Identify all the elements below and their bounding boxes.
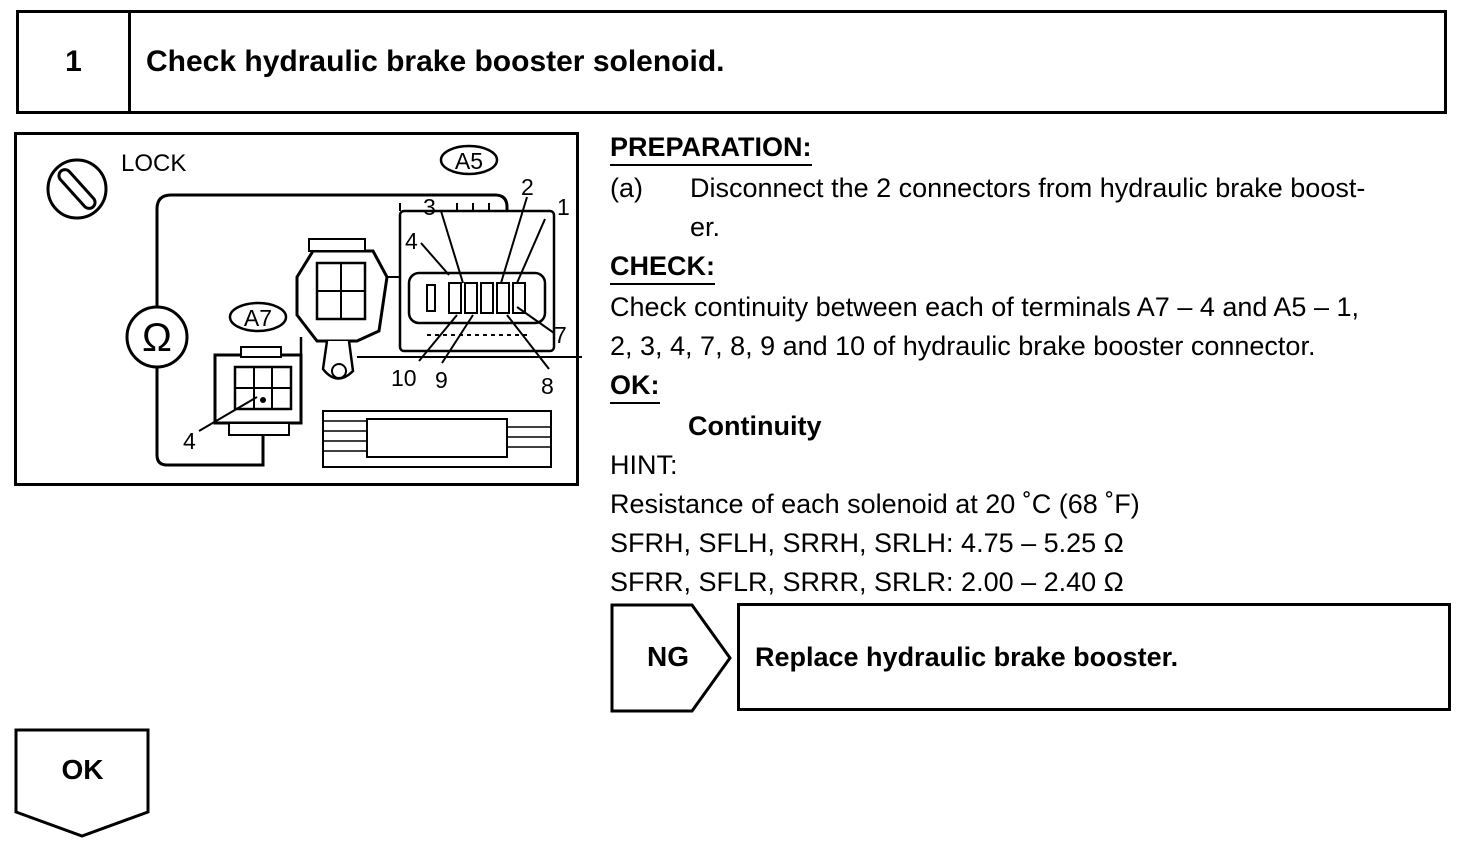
meter-lead-a5 [155,193,509,307]
hint-line-2: SFRH, SFLH, SRRH, SRLH: 4.75 – 5.25 Ω [610,528,1124,558]
step-header: 1 Check hydraulic brake booster solenoid… [16,10,1447,114]
svg-text:Ω: Ω [142,316,172,360]
preparation-heading: PREPARATION: [610,131,812,166]
a5-terminal-1: 1 [557,194,570,220]
preparation-item-continued: er. [690,212,721,242]
wiring-diagram: LOCK Ω A7 4 [46,144,582,468]
check-line-2: 2, 3, 4, 7, 8, 9 and 10 of hydraulic bra… [610,331,1316,361]
step-number: 1 [19,13,131,111]
a7-terminal-leader [198,396,258,432]
svg-text:A5: A5 [455,148,483,174]
a5-terminal-10: 10 [391,365,417,391]
preparation-item-text: Disconnect the 2 connectors from hydraul… [690,173,1366,203]
ng-arrow-shape [610,603,732,713]
a5-terminal-leaders [418,196,555,370]
hint-line-1: Resistance of each solenoid at 20 ˚C (68… [610,489,1140,519]
wiring-figure: LOCK Ω A7 4 [14,132,582,486]
a5-terminal-4: 4 [405,228,418,254]
preparation-item: (a) Disconnect the 2 connectors from hyd… [610,169,1460,208]
connector-a5 [398,203,556,353]
hint-label: HINT: [610,450,678,480]
check-heading: CHECK: [610,250,715,285]
ohmmeter-icon: Ω [125,305,189,369]
step-title: Check hydraulic brake booster solenoid. [146,45,725,78]
ok-heading: OK: [610,369,660,404]
lock-label: LOCK [121,150,186,177]
ng-action-box: Replace hydraulic brake booster. [737,603,1451,711]
check-line-1: Check continuity between each of termina… [610,292,1359,322]
a5-terminal-8: 8 [541,373,554,399]
a7-terminal-label: 4 [183,428,196,454]
a5-terminal-3: 3 [423,194,436,220]
ok-arrow-shape [14,728,150,838]
a5-terminal-2: 2 [521,174,534,200]
ng-label: NG [647,641,689,672]
connector-a7 [213,346,303,436]
a5-terminal-7: 7 [554,322,567,348]
svg-text:A7: A7 [244,305,272,331]
procedure-text: PREPARATION: (a) Disconnect the 2 connec… [610,128,1460,602]
connector-a5-label: A5 [439,144,499,176]
preparation-item-label: (a) [610,173,643,203]
ok-flow-label: OK [61,754,104,785]
lock-icon [46,158,108,220]
hint-line-3: SFRR, SFLR, SRRR, SRLR: 2.00 – 2.40 Ω [610,567,1124,597]
connector-a7-label: A7 [228,301,288,333]
ok-value: Continuity [688,411,822,441]
meter-lead-a7 [155,367,265,467]
a5-terminal-9: 9 [435,367,448,393]
